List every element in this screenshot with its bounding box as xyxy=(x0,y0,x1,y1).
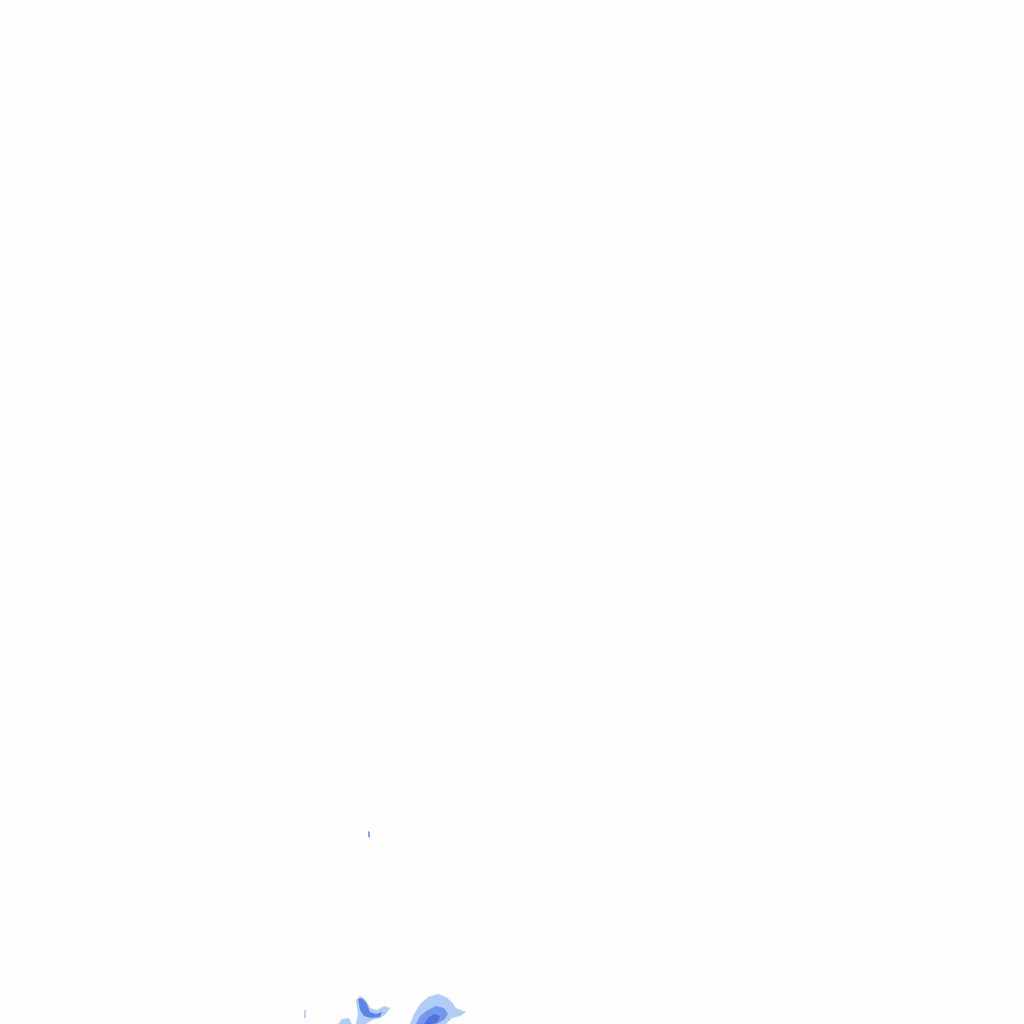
echo-speck-left xyxy=(304,1010,306,1018)
echo-speck xyxy=(368,831,370,838)
echo-cell-left-core xyxy=(358,998,382,1018)
echo-cell-right-core xyxy=(416,1006,448,1024)
echo-cell-small xyxy=(338,1018,352,1024)
echo-cell-right-inner xyxy=(424,1014,440,1024)
